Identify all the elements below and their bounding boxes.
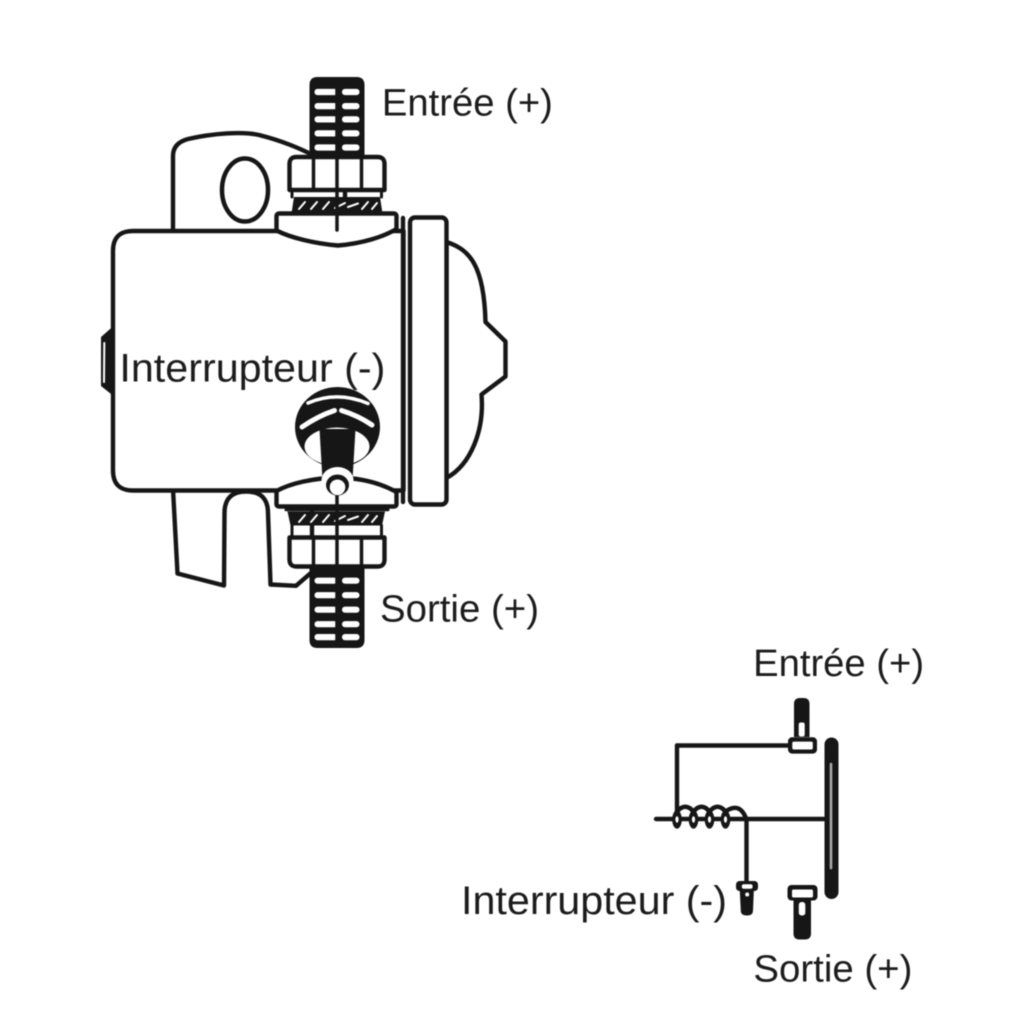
svg-text:Sortie (+): Sortie (+) [380,588,539,630]
svg-text:Interrupteur (-): Interrupteur (-) [119,347,385,391]
svg-text:Interrupteur (-): Interrupteur (-) [461,879,727,923]
svg-text:Entrée (+): Entrée (+) [753,643,924,685]
svg-text:Entrée (+): Entrée (+) [382,82,553,124]
svg-text:Sortie (+): Sortie (+) [753,948,912,990]
